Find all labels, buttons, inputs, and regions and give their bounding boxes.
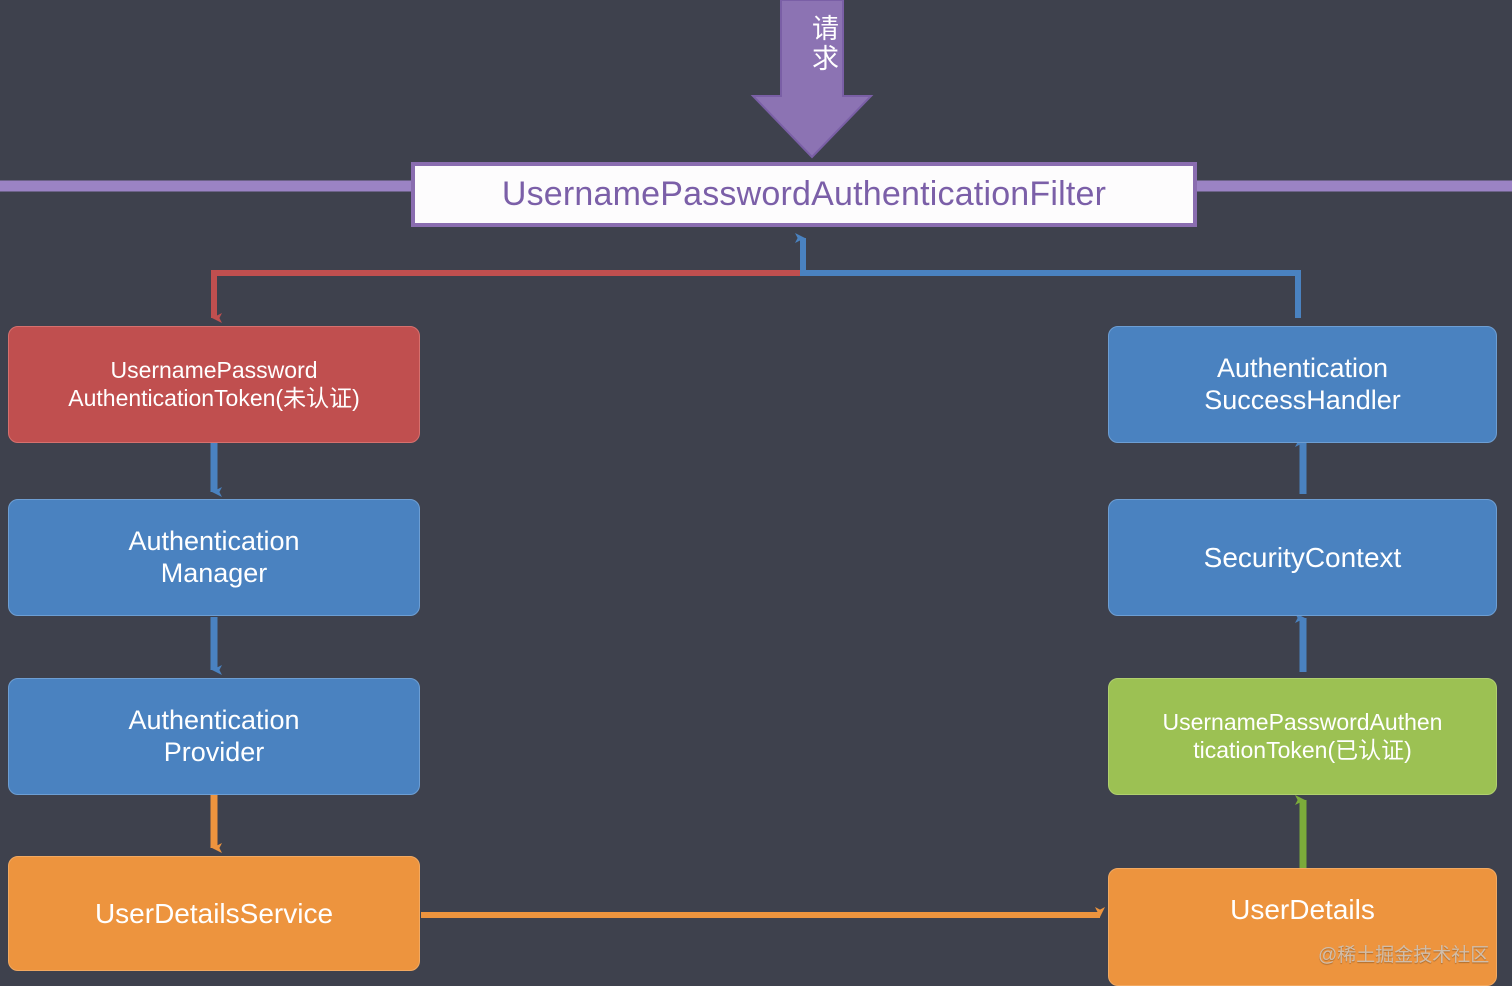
node-authentication-manager[interactable]: Authentication Manager: [8, 499, 420, 616]
node-authentication-provider-line2: Provider: [163, 736, 265, 767]
node-authentication-success-handler-line1: Authentication: [1216, 352, 1389, 383]
node-user-details-label: UserDetails: [1230, 894, 1375, 925]
node-user-details[interactable]: UserDetails: [1108, 868, 1497, 986]
watermark: @稀土掘金技术社区: [1318, 945, 1490, 966]
node-token-unauth-line1: UsernamePassword: [110, 357, 318, 384]
connector-filter-to-token-unauth: [211, 270, 803, 323]
node-authentication-provider-label: Authentication Provider: [19, 705, 409, 769]
node-user-details-service-label: UserDetailsService: [94, 897, 334, 929]
node-token-unauth-line2: AuthenticationToken(未认证): [68, 384, 360, 411]
node-token-authed-label: UsernamePasswordAuthen ticationToken(已认证…: [1119, 709, 1486, 763]
node-authentication-success-handler-line2: SuccessHandler: [1204, 384, 1401, 415]
node-security-context[interactable]: SecurityContext: [1108, 499, 1497, 616]
request-arrow-label: 请求: [808, 14, 838, 74]
node-authentication-manager-label: Authentication Manager: [19, 526, 409, 590]
node-authentication-success-handler-label: Authentication SuccessHandler: [1119, 353, 1486, 417]
filter-label: UsernamePasswordAuthenticationFilter: [501, 175, 1107, 213]
filter-box[interactable]: UsernamePasswordAuthenticationFilter: [411, 162, 1197, 227]
connector-success-handler-to-filter: [795, 233, 1301, 318]
node-authentication-provider-line1: Authentication: [128, 704, 300, 735]
node-authentication-manager-line2: Manager: [160, 557, 268, 588]
request-arrow: [750, 0, 874, 159]
node-user-details-service[interactable]: UserDetailsService: [8, 856, 420, 971]
node-authentication-success-handler[interactable]: Authentication SuccessHandler: [1108, 326, 1497, 443]
node-security-context-label: SecurityContext: [1203, 541, 1402, 573]
node-authentication-provider[interactable]: Authentication Provider: [8, 678, 420, 795]
node-token-authed[interactable]: UsernamePasswordAuthen ticationToken(已认证…: [1108, 678, 1497, 795]
node-token-authed-line2: ticationToken(已认证): [1193, 736, 1412, 763]
node-authentication-manager-line1: Authentication: [128, 525, 300, 556]
node-token-authed-line1: UsernamePasswordAuthen: [1162, 709, 1443, 736]
node-token-unauth[interactable]: UsernamePassword AuthenticationToken(未认证…: [8, 326, 420, 443]
node-token-unauth-label: UsernamePassword AuthenticationToken(未认证…: [19, 357, 409, 411]
